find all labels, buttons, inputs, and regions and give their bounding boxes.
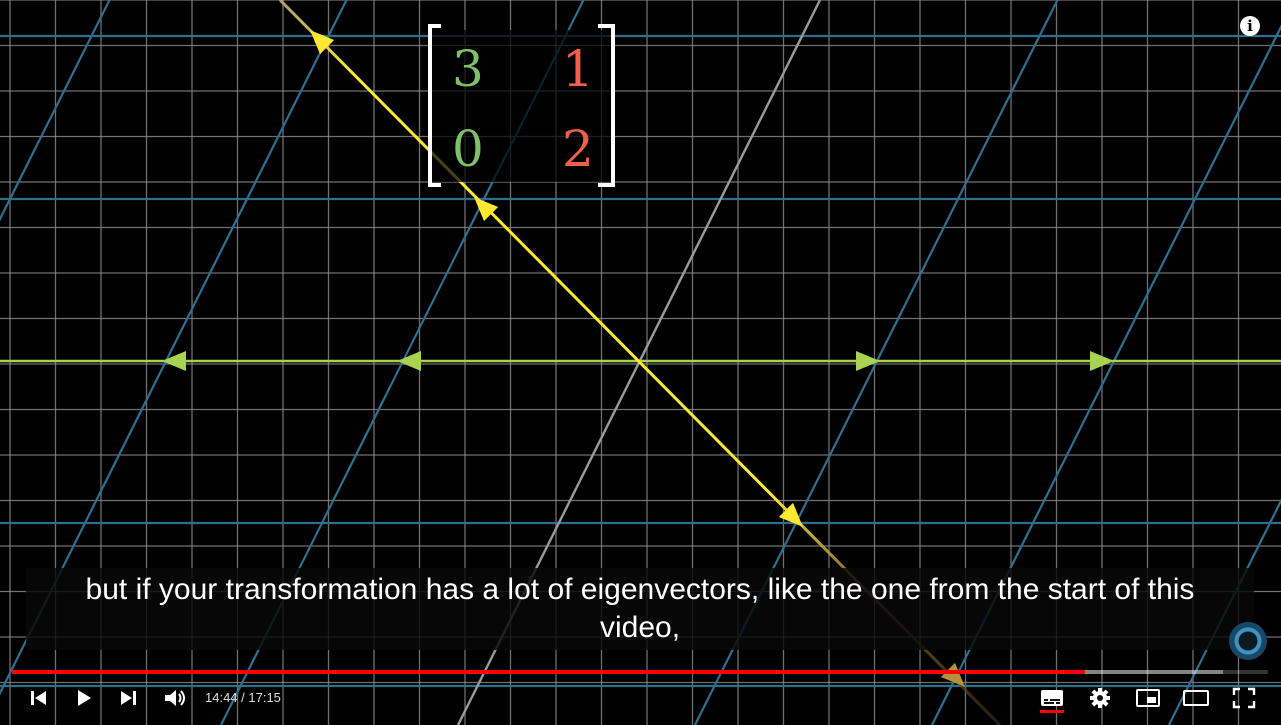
info-icon[interactable]: i <box>1240 16 1260 36</box>
caption-line-2: video, <box>599 611 681 644</box>
next-button[interactable] <box>113 684 143 712</box>
previous-button[interactable] <box>24 684 54 712</box>
fullscreen-icon <box>1232 687 1256 709</box>
volume-button[interactable] <box>160 684 190 712</box>
settings-gear-icon <box>1090 688 1110 708</box>
next-icon <box>121 691 136 705</box>
arrow-up-left-icon <box>310 30 335 55</box>
matrix-backdrop <box>432 30 612 182</box>
matrix-entry-a12: 1 <box>562 40 594 98</box>
previous-icon <box>31 691 46 705</box>
time-display: 14:44 / 17:15 <box>205 690 281 705</box>
progress-bar[interactable] <box>12 670 1268 674</box>
arrow-down-right-icon <box>778 502 803 527</box>
volume-icon <box>165 690 185 706</box>
theater-mode-button[interactable] <box>1181 684 1211 712</box>
settings-button[interactable] <box>1085 684 1115 712</box>
miniplayer-icon <box>1136 689 1160 707</box>
play-icon <box>78 690 91 706</box>
matrix-entry-a11: 3 <box>452 40 484 98</box>
loading-spinner-icon <box>1229 622 1267 660</box>
miniplayer-button[interactable] <box>1133 684 1163 712</box>
matrix-left-bracket <box>428 24 441 187</box>
arrow-down-right-icon <box>940 662 965 687</box>
subtitles-icon <box>1041 690 1063 706</box>
arrow-left-icon <box>162 351 186 371</box>
arrow-up-left-icon <box>474 197 499 222</box>
theater-mode-icon <box>1183 690 1209 706</box>
progress-played <box>12 670 1085 674</box>
matrix-entry-a22: 2 <box>562 120 594 178</box>
arrow-left-icon <box>397 351 421 371</box>
matrix-entry-a21: 0 <box>452 120 484 178</box>
arrow-right-icon <box>1090 351 1114 371</box>
arrow-right-icon <box>856 351 880 371</box>
subtitles-button[interactable] <box>1037 684 1067 712</box>
transformed-grid-line <box>0 0 111 222</box>
caption-window: but if your transformation has a lot of … <box>26 568 1254 650</box>
fullscreen-button[interactable] <box>1229 684 1259 712</box>
caption-line-1: but if your transformation has a lot of … <box>85 573 1195 606</box>
matrix-right-bracket <box>598 24 615 187</box>
subtitles-active-indicator <box>1040 710 1064 713</box>
play-button[interactable] <box>69 684 99 712</box>
